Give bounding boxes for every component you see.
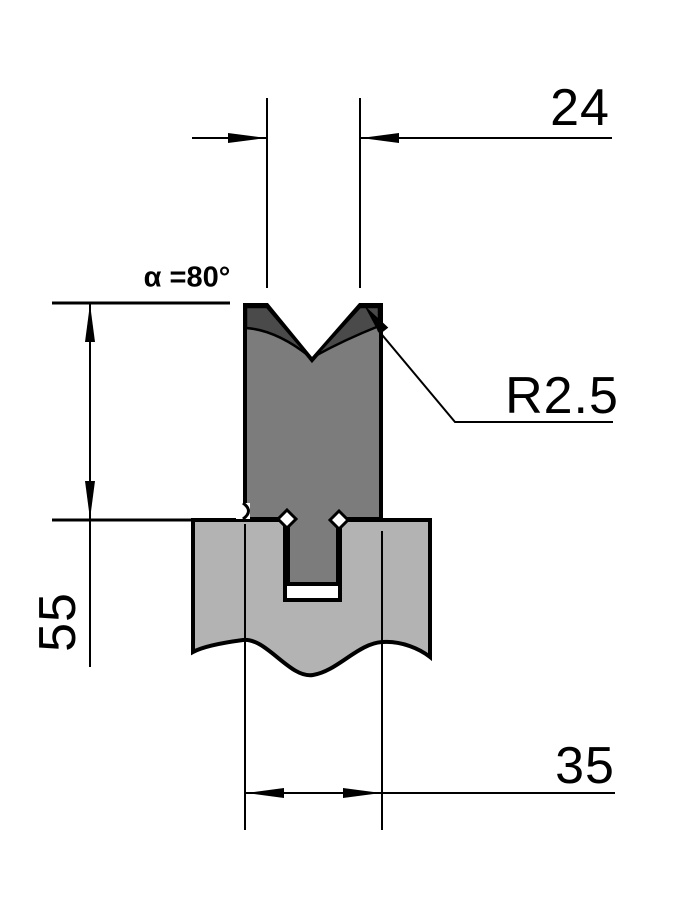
dim-label-groove-width: 24 — [550, 79, 610, 137]
arrowhead-24-left — [228, 133, 266, 143]
arrowhead-55-up — [85, 304, 95, 342]
arrowhead-55-down — [85, 481, 95, 519]
groove-facet-left — [244, 305, 311, 358]
radius-label: R2.5 — [505, 367, 619, 425]
arrowhead-35-left — [246, 788, 284, 798]
relief-diamond-left — [275, 507, 299, 531]
arrowhead-35-right — [343, 788, 381, 798]
relief-diamond-right — [327, 508, 351, 532]
arrowhead-24-right — [361, 133, 399, 143]
groove-facet-right — [313, 305, 381, 358]
dim-label-die-height: 55 — [29, 592, 87, 652]
dim-label-body-width: 35 — [555, 737, 615, 795]
arrowhead-radius — [364, 305, 389, 335]
angle-label: α =80° — [143, 261, 231, 294]
leader-line-radius — [377, 329, 613, 423]
edge-notch — [242, 501, 250, 521]
